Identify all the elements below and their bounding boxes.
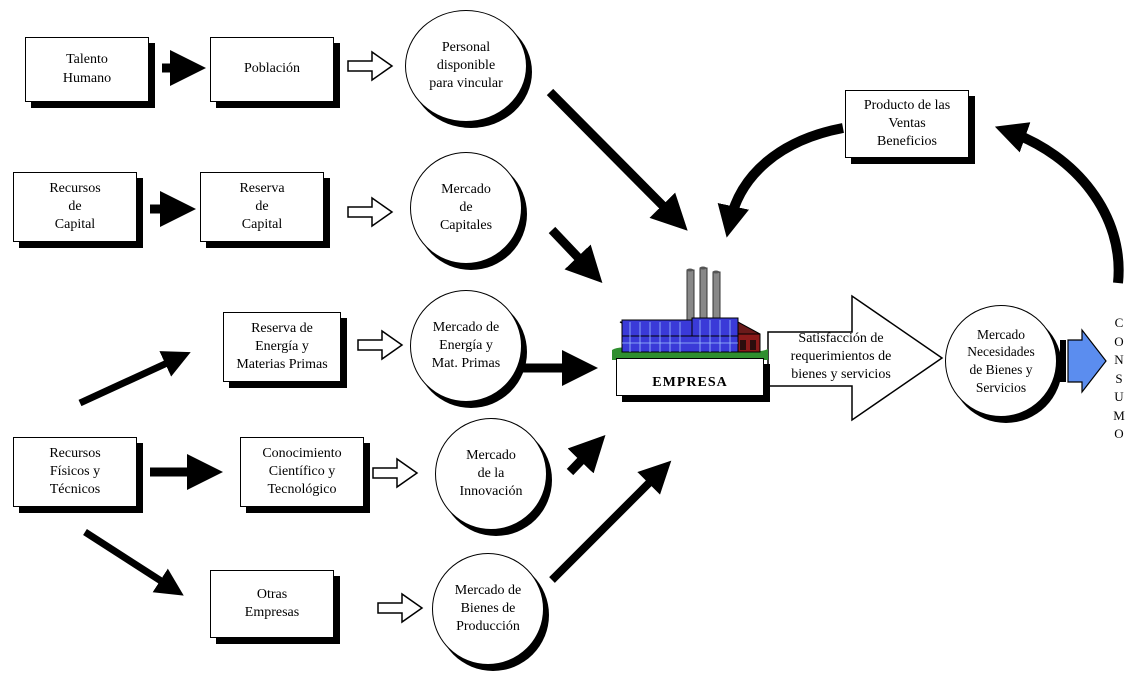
hollow-arrow-conocimiento-innovacion — [372, 457, 419, 489]
arrow-personal-empresa — [546, 88, 688, 231]
hollow-arrow-reserva-energia — [357, 329, 404, 361]
circle-mercado-capitales: Mercado de Capitales — [410, 152, 522, 264]
consumo-letter: O — [1114, 333, 1124, 349]
hollow-arrow-capital-mercado — [347, 196, 394, 228]
box-reserva-energia-label: Reserva de Energía y Materias Primas — [236, 320, 328, 373]
circle-personal-label: Personal disponible para vincular — [429, 39, 503, 92]
empresa-box: EMPRESA — [616, 358, 764, 396]
satisfaccion-label: Satisfacción de requerimientos de bienes… — [790, 331, 892, 383]
arrow-bienesproduccion-empresa — [549, 460, 672, 583]
circle-mercado-bienes-produccion-label: Mercado de Bienes de Producción — [454, 582, 522, 635]
box-recursos-fisicos: Recursos Físicos y Técnicos — [13, 437, 137, 507]
consumo-letter: M — [1113, 407, 1125, 423]
circle-mercado-necesidades-label: Mercado Necesidades de Bienes y Servicio… — [967, 326, 1035, 395]
box-otras-empresas: Otras Empresas — [210, 570, 334, 638]
arrow-producto-empresa — [717, 123, 844, 238]
circle-mercado-necesidades: Mercado Necesidades de Bienes y Servicio… — [945, 305, 1057, 417]
hollow-arrow-otras-bienes — [377, 592, 424, 624]
box-reserva-energia: Reserva de Energía y Materias Primas — [223, 312, 341, 382]
box-reserva-capital: Reserva de Capital — [200, 172, 324, 242]
circle-mercado-energia-label: Mercado de Energía y Mat. Primas — [431, 319, 501, 372]
box-talento-humano: Talento Humano — [25, 37, 149, 102]
arrow-to-reserva-energia — [78, 351, 191, 407]
big-arrow-satisfaccion — [767, 294, 944, 422]
box-producto-ventas: Producto de las Ventas Beneficios — [845, 90, 969, 158]
box-reserva-capital-label: Reserva de Capital — [239, 180, 285, 233]
box-poblacion: Población — [210, 37, 334, 102]
circle-mercado-energia: Mercado de Energía y Mat. Primas — [410, 290, 522, 402]
arrow-capitales-empresa — [548, 226, 603, 284]
box-recursos-capital: Recursos de Capital — [13, 172, 137, 242]
arrow-consumo-shadow — [1060, 340, 1066, 382]
box-recursos-fisicos-label: Recursos Físicos y Técnicos — [49, 445, 101, 498]
consumo-letter: S — [1115, 370, 1123, 386]
circle-mercado-capitales-label: Mercado de Capitales — [439, 181, 493, 234]
consumo-letter: C — [1114, 315, 1124, 330]
arrow-consumo — [1067, 328, 1107, 394]
box-poblacion-label: Población — [244, 61, 300, 77]
consumo-letter: N — [1114, 352, 1124, 368]
arrow-recursosfisicos-otras — [83, 529, 184, 596]
box-producto-ventas-label: Producto de las Ventas Beneficios — [863, 97, 951, 150]
empresa-label: EMPRESA — [652, 375, 728, 390]
box-otras-empresas-label: Otras Empresas — [244, 586, 300, 620]
circle-mercado-bienes-produccion: Mercado de Bienes de Producción — [432, 553, 544, 665]
circle-mercado-innovacion: Mercado de la Innovación — [435, 418, 547, 530]
box-conocimiento: Conocimiento Científico y Tecnológico — [240, 437, 364, 507]
arrow-consumo-producto — [994, 122, 1124, 284]
hollow-arrow-poblacion-personal — [347, 50, 394, 82]
factory-icon — [612, 266, 768, 365]
circle-personal: Personal disponible para vincular — [405, 10, 527, 122]
box-conocimiento-label: Conocimiento Científico y Tecnológico — [262, 445, 342, 498]
consumo-label: C O N S U M O — [1110, 314, 1128, 444]
circle-mercado-innovacion-label: Mercado de la Innovación — [459, 447, 523, 500]
consumo-letter: U — [1114, 389, 1124, 405]
box-talento-humano-label: Talento Humano — [62, 52, 112, 86]
consumo-letter: O — [1114, 426, 1124, 442]
box-recursos-capital-label: Recursos de Capital — [49, 180, 101, 233]
arrow-innovacion-empresa — [566, 435, 606, 476]
